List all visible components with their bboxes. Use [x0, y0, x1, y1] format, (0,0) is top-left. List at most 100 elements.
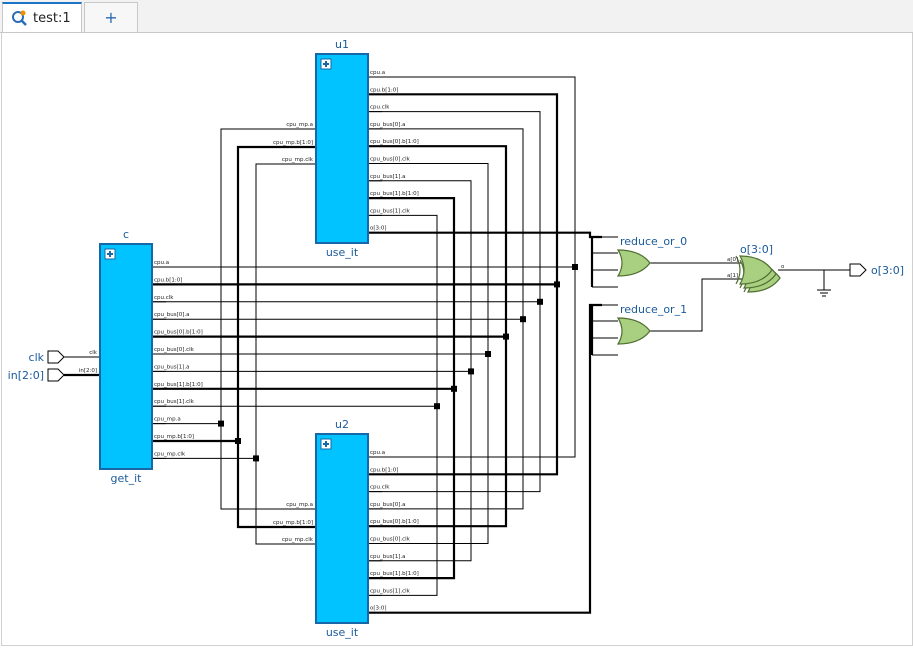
junction-dot [537, 298, 543, 305]
block-body[interactable] [315, 53, 369, 244]
output-pin-label: cpu_bus[0].clk [370, 157, 411, 163]
block-instance-name: c [123, 228, 129, 241]
output-port-o[interactable]: o[3:0] [849, 263, 904, 277]
output-pin-label: cpu_bus[1].clk [370, 588, 411, 594]
junction-dot [235, 438, 241, 444]
junction-dots [218, 264, 578, 462]
input-port-clk-label: clk [29, 351, 45, 364]
input-pin-label: cpu_mp.b[1:0] [273, 520, 313, 526]
junction-dot [572, 264, 578, 270]
input-port-clk[interactable]: clk [29, 350, 65, 364]
output-pin-label: cpu_bus[0].a [370, 502, 406, 508]
reduce-or-1-gate-shape[interactable] [616, 317, 651, 345]
junction-dot [253, 455, 259, 462]
xor-gate-shape [735, 255, 741, 285]
output-pin-label: cpu.clk [370, 105, 390, 111]
junction-dot [503, 333, 509, 340]
output-pin-label: cpu.a [370, 70, 385, 76]
output-pin-label: cpu_bus[1].clk [370, 208, 411, 214]
block-c[interactable]: c get_it clk in[2:0] cpu.a cpu.b[1:0] cpu.clk c… [79, 228, 203, 485]
output-pin-label: cpu_bus[1].clk [154, 399, 195, 405]
block-body[interactable] [99, 243, 153, 470]
output-pin-label: cpu_bus[1].b[1:0] [370, 191, 419, 197]
block-u2[interactable]: u2use_itcpu_mp.acpu_mp.b[1:0]cpu_mp.clkc… [273, 418, 419, 639]
xor-input-label: a[1] [727, 273, 738, 279]
output-pin-label: cpu_bus[0].b[1:0] [154, 330, 203, 336]
junction-dot [434, 403, 440, 410]
output-pin-label: cpu_bus[1].a [154, 364, 190, 370]
add-tab-button[interactable]: + [84, 2, 138, 32]
tab-label: test:1 [33, 10, 71, 26]
output-pin-label: cpu.a [370, 450, 385, 456]
net-mp-u-0 [220, 128, 316, 510]
block-u1[interactable]: u1use_itcpu_mp.acpu_mp.b[1:0]cpu_mp.clkc… [273, 38, 419, 259]
input-pin-label: cpu_mp.b[1:0] [273, 140, 313, 146]
input-pin-label: cpu_mp.a [286, 502, 313, 508]
output-pin-label: cpu_mp.a [154, 417, 181, 423]
blocks: u1use_itcpu_mp.acpu_mp.b[1:0]cpu_mp.clkc… [79, 38, 419, 639]
junction-dot [451, 385, 457, 392]
output-pin-label: cpu_mp.clk [154, 451, 186, 457]
block-type-name: use_it [326, 246, 359, 259]
output-pin-label: cpu.b[1:0] [370, 87, 398, 93]
output-pin-label: cpu_bus[1].a [370, 554, 406, 560]
tab-bar: test:1 + [0, 0, 913, 33]
tab-test-1[interactable]: test:1 [2, 2, 82, 32]
input-port-in-port-shape[interactable] [47, 368, 65, 382]
output-pin-label: cpu_bus[0].b[1:0] [370, 139, 419, 145]
output-pin-label: cpu_bus[0].clk [154, 347, 195, 353]
output-pin-label: cpu.clk [370, 485, 390, 491]
xor-gate[interactable]: o[3:0]a[0]a[1]o [727, 243, 785, 293]
output-pin-label: cpu_mp.b[1:0] [154, 434, 194, 440]
block-instance-name: u1 [335, 38, 349, 51]
output-port-shape[interactable] [849, 263, 867, 277]
output-pin-label: cpu.b[1:0] [154, 277, 182, 283]
reduce-or-0-gate[interactable]: reduce_or_0 [616, 235, 687, 277]
block-type-name: use_it [326, 626, 359, 639]
reduce-or-1-gate[interactable]: reduce_or_1 [616, 303, 687, 345]
reduce-or-1-gate-label: reduce_or_1 [620, 303, 687, 316]
net-u1-o [369, 231, 602, 239]
junction-dot [485, 351, 491, 357]
output-pin-label: cpu.a [154, 260, 169, 266]
xor-input-label: a[0] [727, 257, 738, 263]
input-pin-label: cpu_mp.clk [282, 157, 314, 163]
schematic-diagram: u1use_itcpu_mp.acpu_mp.b[1:0]cpu_mp.clkc… [8, 38, 904, 639]
net-or1-out [650, 278, 742, 332]
output-pin-label: cpu_bus[1].b[1:0] [370, 571, 419, 577]
output-pin-label: cpu_bus[1].a [370, 174, 406, 180]
output-pin-label: cpu_bus[0].a [154, 312, 190, 318]
junction-dot [520, 316, 526, 323]
input-pin-label: cpu_mp.a [286, 122, 313, 128]
block-body[interactable] [315, 433, 369, 624]
pin-stubs [86, 76, 382, 614]
net-mp-u-2 [255, 163, 316, 545]
output-pin-label: cpu_bus[1].b[1:0] [154, 382, 203, 388]
output-pin-label: cpu.clk [154, 295, 174, 301]
wires [64, 76, 850, 614]
block-type-name: get_it [111, 472, 143, 485]
input-port-clk-port-shape[interactable] [47, 350, 65, 364]
schematic-search-icon [12, 10, 27, 26]
net-mp-u-1 [236, 145, 316, 529]
input-port-in[interactable]: in[2:0] [8, 368, 65, 382]
input-pin-label: clk [89, 350, 98, 356]
output-pin-label: cpu_bus[0].a [370, 122, 406, 128]
output-pin-label: o[3:0] [370, 606, 387, 612]
reduce-or-0-gate-label: reduce_or_0 [620, 235, 687, 248]
junction-dot [554, 281, 560, 288]
junction-dot [468, 368, 474, 375]
input-pin-label: in[2:0] [79, 368, 97, 374]
output-pin-label: o[3:0] [370, 226, 387, 232]
input-pin-label: cpu_mp.clk [282, 537, 314, 543]
gates: clkin[2:0]o[3:0]reduce_or_0reduce_or_1o[… [8, 235, 904, 382]
xor-gate-shape[interactable] [738, 255, 773, 285]
output-pin-label: cpu.b[1:0] [370, 467, 398, 473]
junction-dot [218, 420, 224, 427]
output-pin-label: cpu_bus[0].b[1:0] [370, 519, 419, 525]
block-instance-name: u2 [335, 418, 349, 431]
reduce-or-0-gate-shape[interactable] [616, 249, 651, 277]
xor-output-label: o [781, 264, 785, 270]
output-pin-label: cpu_bus[0].clk [370, 537, 411, 543]
